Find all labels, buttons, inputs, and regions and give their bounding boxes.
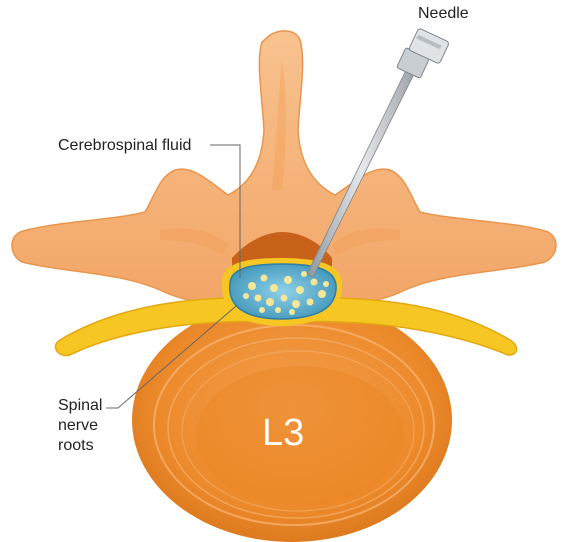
vertebra-label: L3 xyxy=(262,412,304,454)
roots-label-line3: roots xyxy=(58,437,94,454)
roots-label-line1: Spinal xyxy=(58,397,102,414)
roots-label-line2: nerve xyxy=(58,417,98,434)
needle-label: Needle xyxy=(418,5,469,22)
csf-label: Cerebrospinal fluid xyxy=(58,137,191,154)
